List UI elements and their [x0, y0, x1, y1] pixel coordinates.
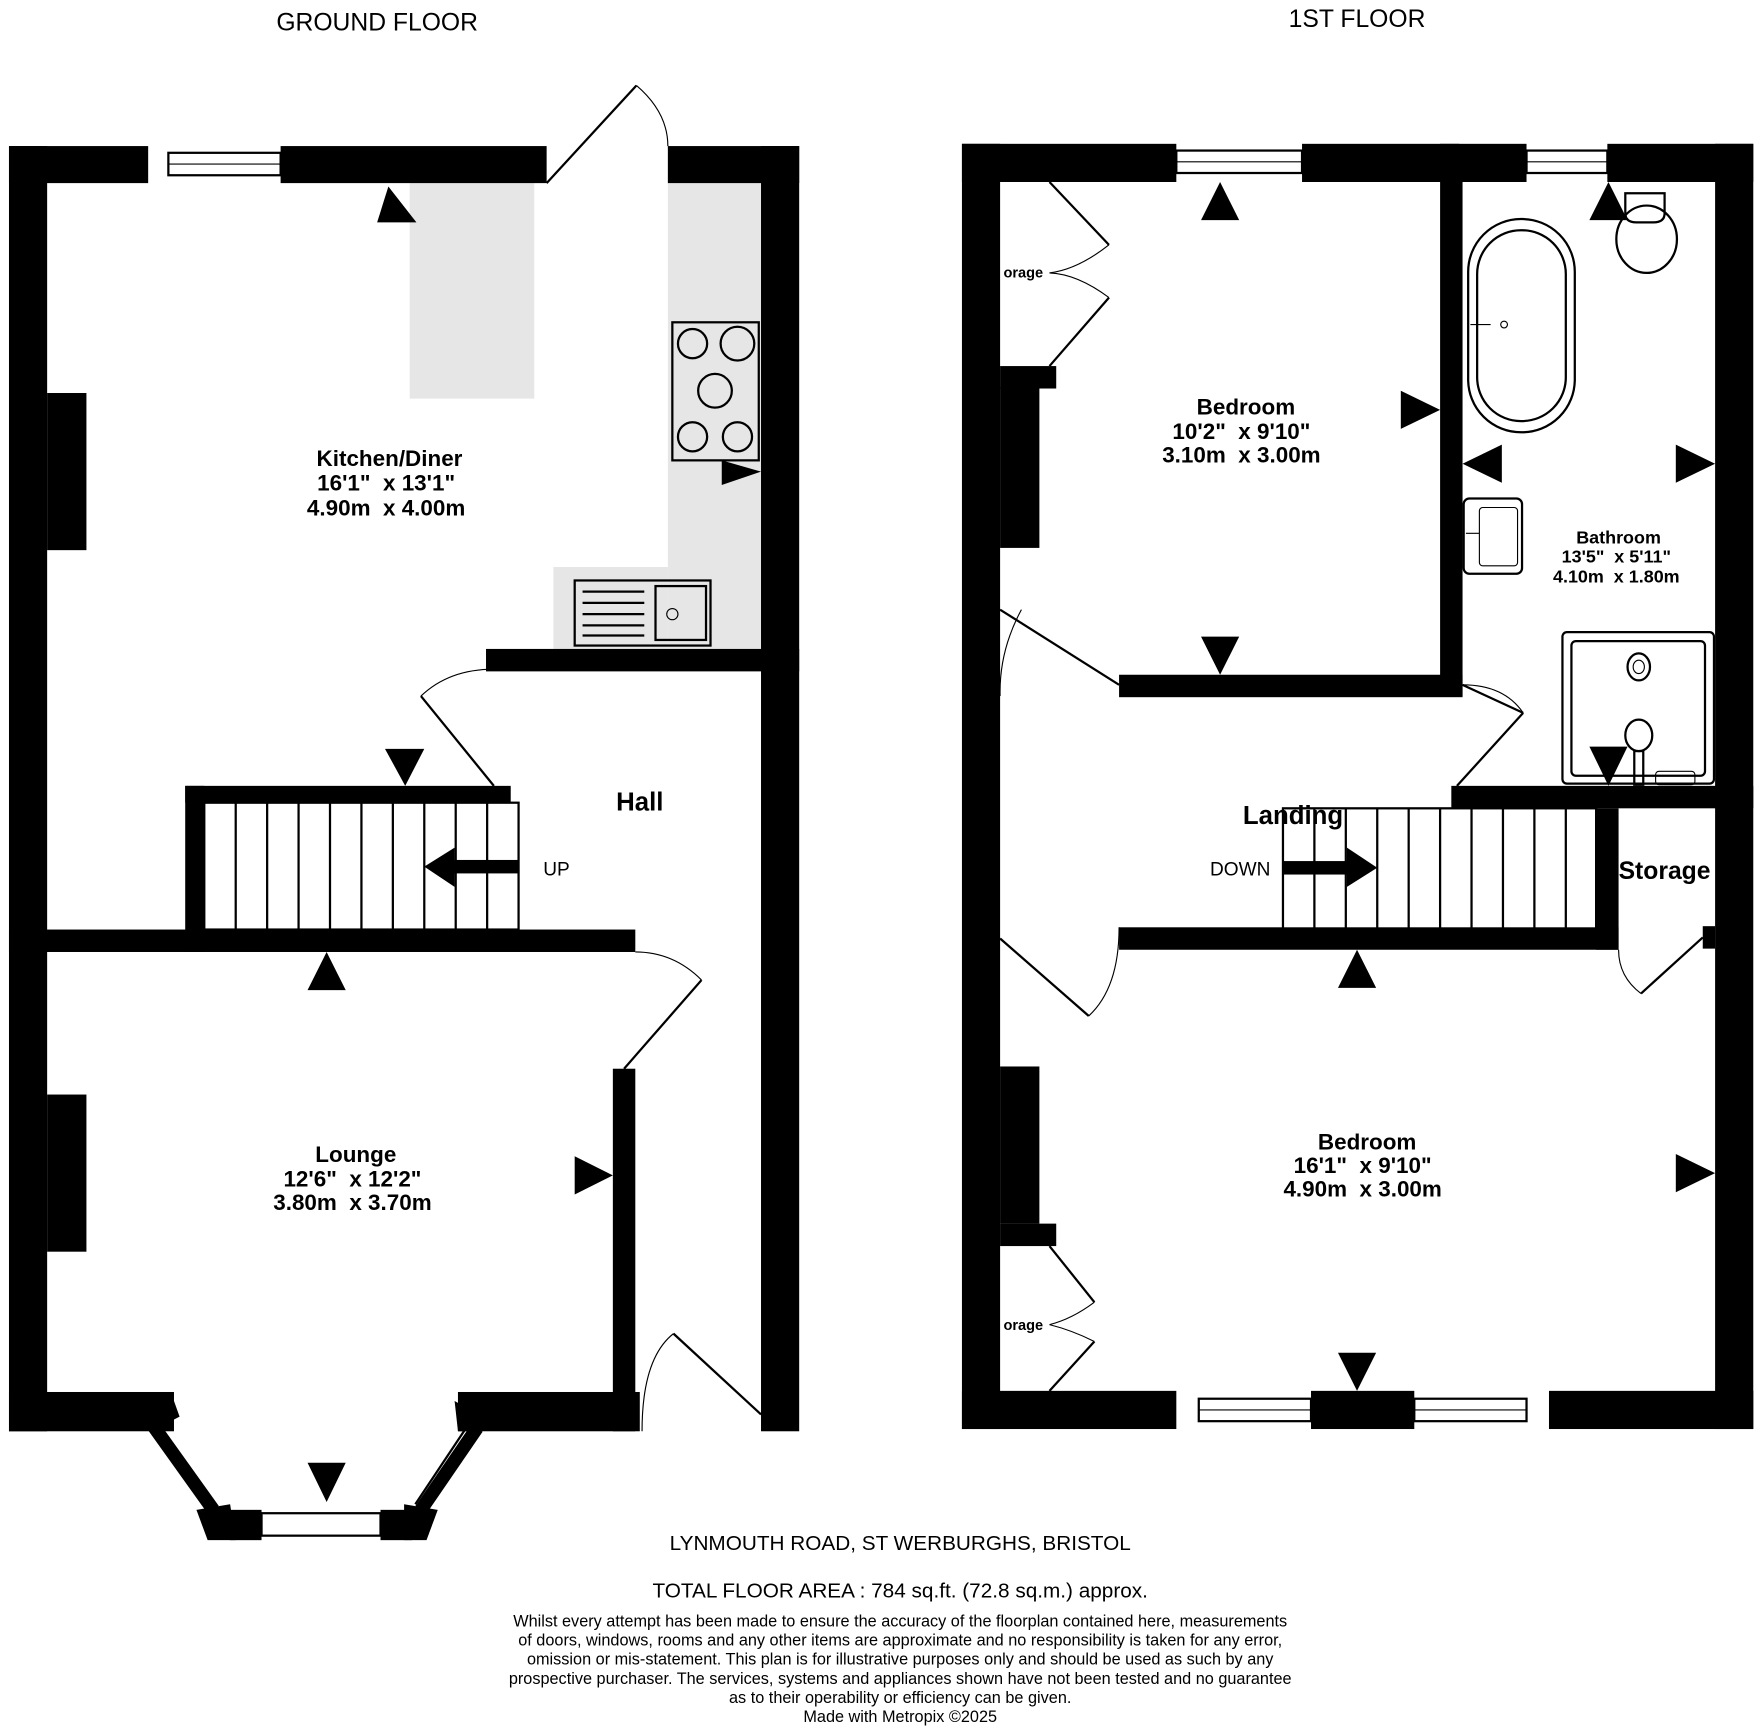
disclaimer-line: Whilst every attempt has been made to en… [513, 1613, 1287, 1631]
kitchen-counter [553, 566, 668, 649]
chimney-breast [47, 393, 87, 551]
disclaimer-line: prospective purchaser. The services, sys… [509, 1670, 1292, 1688]
room-label-landing: Landing [1243, 802, 1343, 830]
room-dims-metric: 3.10m x 3.00m [1162, 443, 1320, 468]
room-dims-imperial: 13'5" x 5'11" [1562, 547, 1671, 567]
arrow-right-icon [1346, 847, 1378, 887]
ground-floor-plan: GROUND FLOOR [8, 9, 800, 1541]
kitchen-island [409, 183, 535, 399]
first-floor-plan: 1ST FLOOR [961, 6, 1754, 1430]
shower [1561, 630, 1716, 786]
room-label-bedroom: Bedroom [1197, 394, 1295, 419]
room-dims-metric: 3.80m x 3.70m [273, 1190, 431, 1215]
arrow-left-icon [424, 847, 455, 887]
stairs-up-label: UP [543, 860, 570, 881]
first-floor-title: 1ST FLOOR [1289, 6, 1426, 33]
room-dims-imperial: 12'6" x 12'2" [283, 1167, 421, 1192]
orientation-arrows [1201, 181, 1716, 1391]
room-dims-imperial: 10'2" x 9'10" [1172, 419, 1310, 444]
room-label-bedroom: Bedroom [1318, 1130, 1416, 1155]
bathtub [1467, 217, 1576, 434]
footer: LYNMOUTH ROAD, ST WERBURGHS, BRISTOL TOT… [509, 1532, 1292, 1726]
doors [999, 181, 1704, 1392]
room-dims-metric: 4.90m x 3.00m [1283, 1177, 1441, 1202]
disclaimer-line: as to their operability or efficiency ca… [729, 1689, 1071, 1707]
room-label-bathroom: Bathroom [1576, 527, 1661, 547]
walls [961, 143, 1754, 1430]
room-dims-metric: 4.10m x 1.80m [1553, 567, 1680, 587]
room-dims-metric: 4.90m x 4.00m [307, 495, 465, 520]
staircase [203, 801, 520, 931]
credit: Made with Metropix ©2025 [803, 1708, 997, 1726]
disclaimer-line: omission or mis-statement. This plan is … [527, 1651, 1274, 1669]
stairs-down-label: DOWN [1210, 860, 1270, 881]
sink [573, 579, 712, 647]
total-floor-area: TOTAL FLOOR AREA : 784 sq.ft. (72.8 sq.m… [652, 1579, 1148, 1602]
storage-label: orage [1003, 1318, 1043, 1334]
kitchen-counter [667, 183, 762, 649]
walls [8, 146, 800, 1432]
room-label-storage: Storage [1619, 858, 1711, 885]
toilet [1615, 192, 1679, 275]
room-dims-imperial: 16'1" x 13'1" [317, 471, 455, 496]
room-label-lounge: Lounge [315, 1142, 396, 1167]
address: LYNMOUTH ROAD, ST WERBURGHS, BRISTOL [670, 1532, 1131, 1555]
staircase [1281, 807, 1598, 931]
doors [420, 84, 762, 1432]
room-label-hall: Hall [616, 789, 663, 817]
room-dims-imperial: 16'1" x 9'10" [1294, 1153, 1432, 1178]
washbasin [1462, 497, 1524, 575]
disclaimer-line: of doors, windows, rooms and any other i… [518, 1632, 1282, 1650]
chimney-breast [47, 1094, 87, 1252]
chimney-breast [1000, 1066, 1040, 1224]
storage-label: orage [1003, 265, 1043, 281]
orientation-arrows [307, 186, 762, 1502]
room-label-kitchen: Kitchen/Diner [317, 446, 463, 471]
bay-window [145, 1400, 483, 1541]
chimney-breast [1000, 387, 1040, 548]
ground-floor-title: GROUND FLOOR [276, 9, 478, 36]
hob [671, 321, 760, 462]
